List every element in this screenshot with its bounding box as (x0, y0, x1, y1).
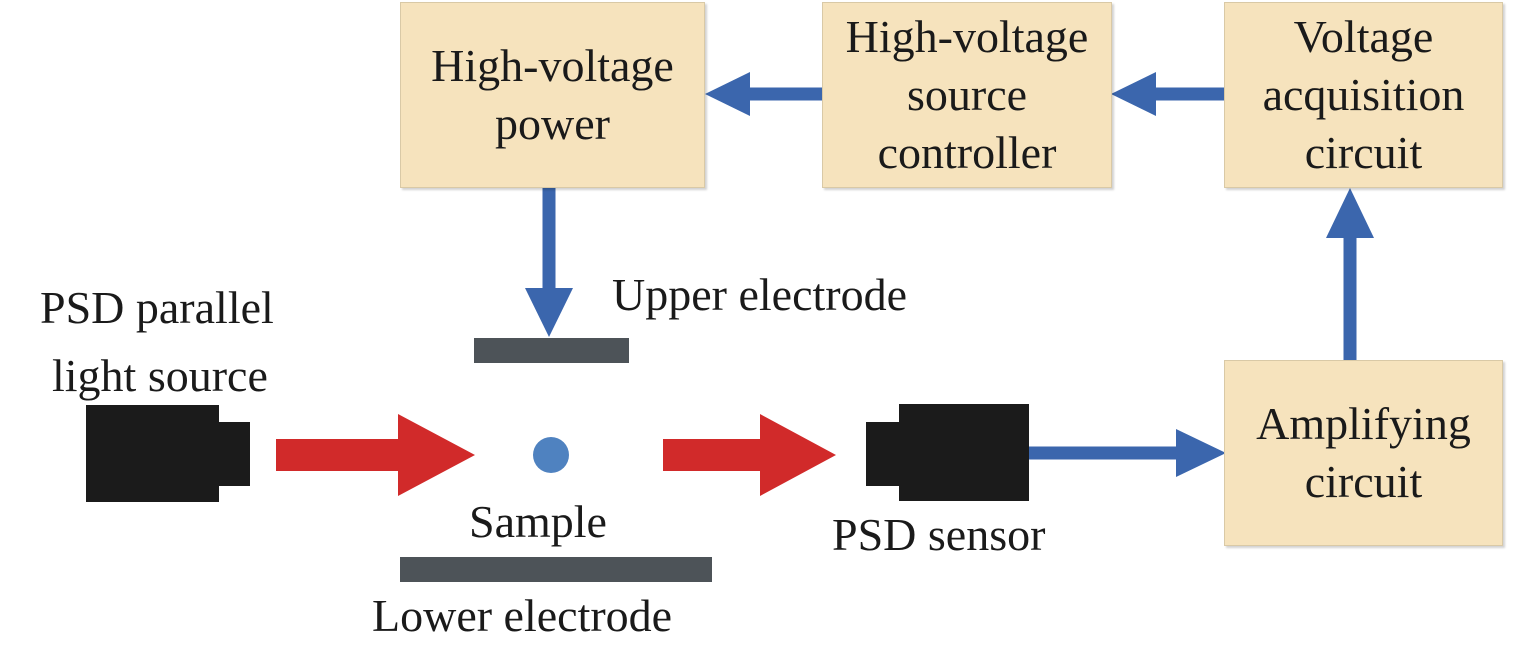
box-line: circuit (1304, 456, 1423, 507)
box-line: circuit (1304, 127, 1423, 178)
light-source-body (86, 405, 219, 502)
label-upper-electrode: Upper electrode (612, 269, 908, 320)
label-lower-electrode: Lower electrode (372, 590, 673, 641)
box-line: source (906, 69, 1028, 120)
label-line: PSD parallel (40, 282, 274, 333)
box-amplifying-circuit-text: Amplifying circuit (1256, 395, 1471, 511)
arrow-power-to-electrode (525, 179, 573, 337)
upper-electrode-plate (474, 338, 629, 363)
label-sample: Sample (469, 496, 607, 547)
light-beam-arrow-1 (276, 414, 475, 496)
arrow-sensor-to-amplifying (1021, 429, 1226, 477)
box-high-voltage-source-controller: High-voltage source controller (822, 2, 1112, 188)
light-beam-arrow-2 (663, 414, 836, 496)
box-amplifying-circuit: Amplifying circuit (1224, 360, 1503, 546)
box-line: controller (877, 127, 1057, 178)
box-high-voltage-power: High-voltage power (400, 2, 705, 188)
box-high-voltage-source-controller-text: High-voltage source controller (846, 8, 1089, 182)
sample-dot (533, 437, 569, 473)
light-source-lens (214, 422, 250, 486)
lower-electrode-plate (400, 557, 712, 582)
box-line: High-voltage (431, 40, 674, 91)
psd-sensor-body (899, 404, 1029, 501)
arrow-amplifying-to-acquisition (1326, 188, 1374, 367)
box-line: High-voltage (845, 11, 1089, 62)
box-voltage-acquisition-circuit-text: Voltage acquisition circuit (1263, 8, 1465, 182)
label-light-source: PSD parallel light source (40, 274, 274, 410)
box-voltage-acquisition-circuit: Voltage acquisition circuit (1224, 2, 1503, 188)
box-line: power (495, 98, 610, 149)
label-line: light source (52, 350, 268, 401)
box-line: Voltage (1293, 11, 1434, 62)
box-line: acquisition (1262, 69, 1465, 120)
arrow-acquisition-to-controller (1111, 72, 1235, 116)
label-psd-sensor: PSD sensor (832, 509, 1046, 560)
box-high-voltage-power-text: High-voltage power (431, 37, 674, 153)
box-line: Amplifying (1256, 398, 1471, 449)
arrow-controller-to-power (705, 72, 833, 116)
